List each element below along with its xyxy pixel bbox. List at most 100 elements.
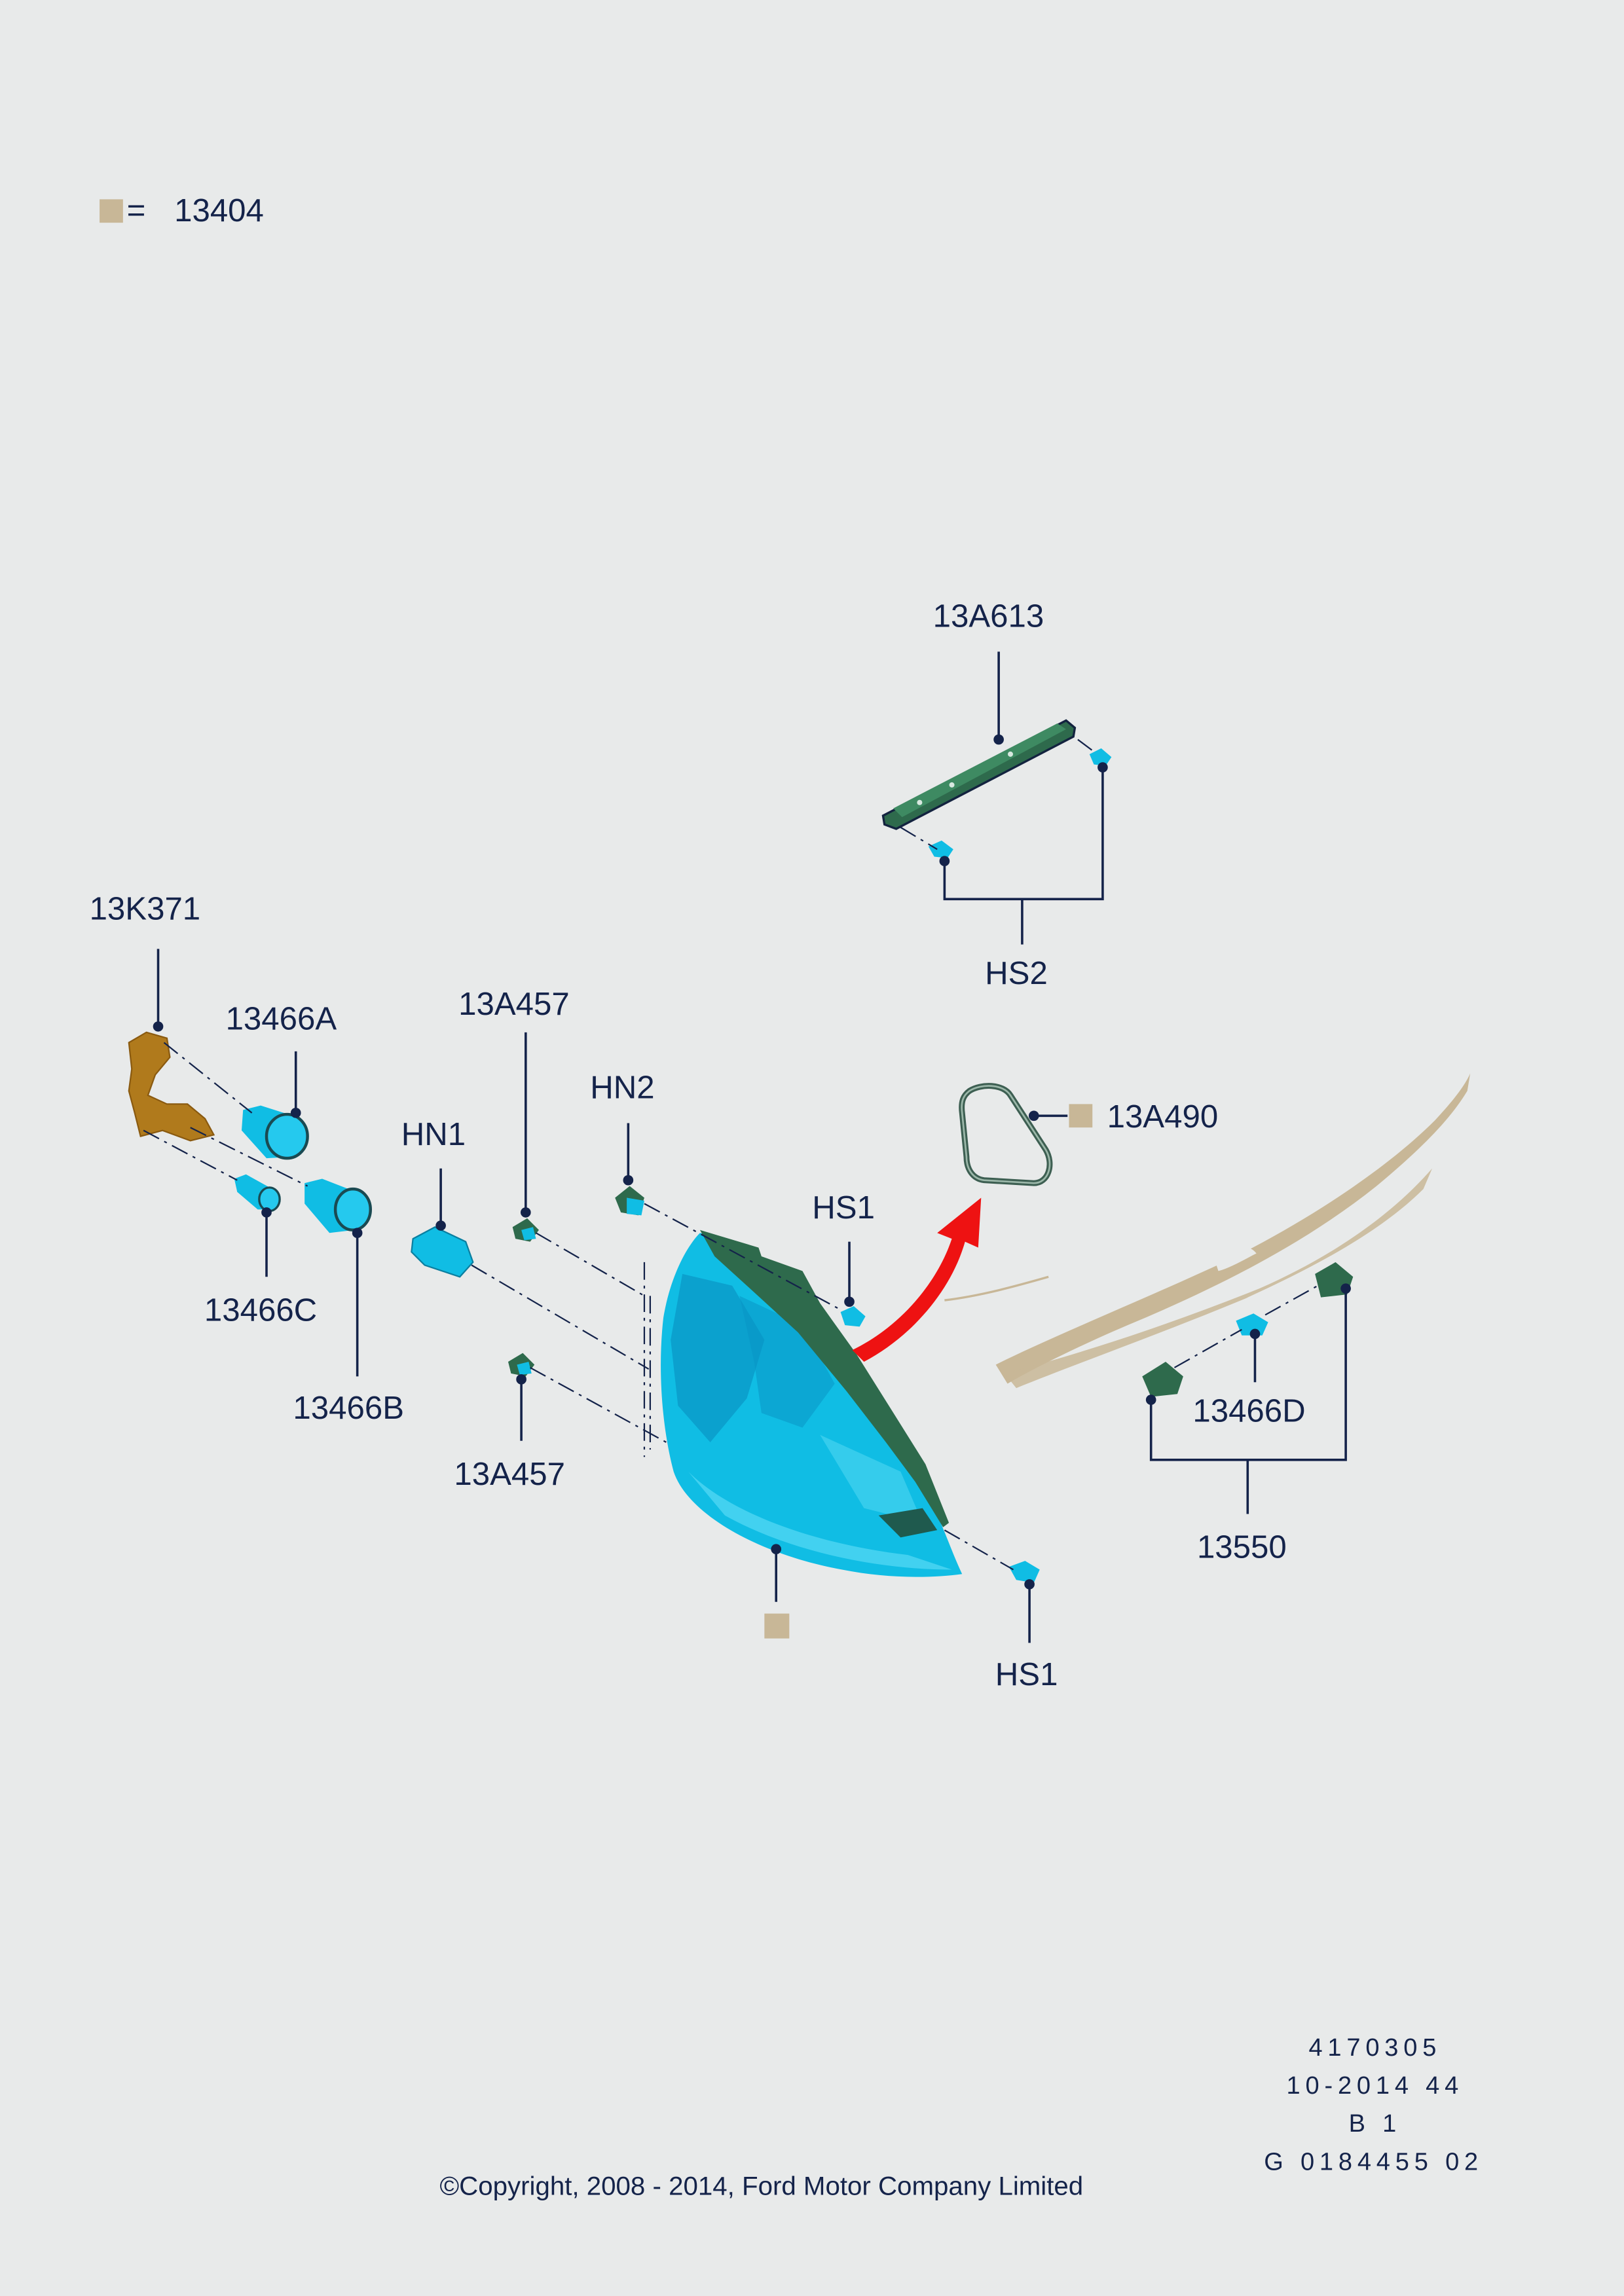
legend-swatch: [100, 199, 123, 223]
leader-dot: [1340, 1283, 1351, 1294]
nut-hn2: [615, 1186, 644, 1216]
clip-tip: [521, 1227, 536, 1241]
leader-dot: [771, 1544, 782, 1555]
assembly-line: [190, 1127, 308, 1187]
screw-head: [928, 840, 953, 858]
leader-dot: [1024, 1579, 1035, 1590]
assembly-line: [900, 826, 938, 850]
nut-face: [627, 1197, 644, 1216]
leader-dot: [290, 1108, 301, 1118]
rear-panel-notch: [1215, 1247, 1257, 1271]
footer-line-4: G 0184455 02: [1264, 2148, 1483, 2176]
screw-hs1-bottom: [1008, 1561, 1040, 1583]
label-13466D: 13466D: [1192, 1393, 1305, 1429]
high-mount-lamp-hole: [917, 799, 923, 805]
label-13466A: 13466A: [226, 1000, 337, 1036]
label-13K371: 13K371: [90, 891, 201, 927]
leader-dot: [352, 1228, 363, 1239]
bulb-head: [333, 1187, 373, 1231]
label-13A457-top: 13A457: [458, 986, 570, 1022]
high-mount-lamp-top: [893, 723, 1066, 818]
label-13550: 13550: [1197, 1529, 1287, 1565]
clip-13A457-top: [512, 1218, 539, 1242]
leaders: [153, 651, 1351, 1643]
footer-line-2: 10-2014 44: [1287, 2072, 1464, 2100]
screw-hs2-right: [1089, 748, 1112, 766]
assembly-line: [944, 1529, 1014, 1571]
label-13A613: 13A613: [933, 598, 1044, 634]
copyright-notice: ©Copyright, 2008 - 2014, Ford Motor Comp…: [439, 2171, 1083, 2200]
leader-dot: [939, 856, 950, 867]
footer-reference: 4170305 10-2014 44 B 1 G 0184455 02: [1264, 2034, 1483, 2176]
bulb-13466A: [241, 1105, 309, 1160]
assembly-line: [529, 1366, 667, 1443]
screw-hs2-left: [928, 840, 953, 858]
clip-13A457-bottom: [507, 1353, 535, 1377]
high-mount-lamp: [881, 719, 1077, 830]
label-hs1-top: HS1: [812, 1190, 875, 1226]
leader-hs2: [943, 767, 1104, 901]
label-13A457-bottom: 13A457: [454, 1456, 565, 1492]
legend-part-number: 13404: [174, 192, 264, 228]
bulb-holder-left: [1142, 1361, 1183, 1397]
bulb-holder-bracket: [128, 1031, 215, 1142]
rear-panel-lower: [1005, 1168, 1433, 1389]
leader-dot: [1145, 1394, 1156, 1405]
label-13466B: 13466B: [293, 1390, 404, 1426]
lamp-lens-highlight: [688, 1471, 952, 1570]
rear-panel-upper: [995, 1073, 1471, 1384]
assembly-line: [163, 1042, 253, 1114]
label-hn1: HN1: [401, 1116, 466, 1152]
assembly-line: [1264, 1285, 1319, 1316]
bulb-head: [265, 1112, 309, 1160]
high-mount-lamp-hole: [949, 782, 955, 788]
label-13A490: 13A490: [1107, 1099, 1219, 1135]
leader-dot: [435, 1220, 446, 1231]
screw-hs1-top: [840, 1306, 866, 1327]
legend-marker-13A490: [1069, 1104, 1093, 1128]
assembly-line: [535, 1232, 645, 1297]
detail-arrow: [852, 1197, 982, 1362]
leader-dot: [261, 1207, 272, 1218]
lamp-lens-shade: [671, 1273, 765, 1442]
rear-lamp-assembly: [661, 1230, 963, 1577]
label-13466C: 13466C: [204, 1292, 317, 1328]
callout-labels: 13A613 HS2 13K371 13466A 13A457 HN2 HN1 …: [90, 598, 1306, 1692]
label-hs1-bottom: HS1: [995, 1656, 1058, 1692]
leader-dot: [520, 1207, 531, 1218]
assembly-line: [1173, 1328, 1242, 1368]
lamp-lens-highlight: [820, 1434, 923, 1523]
lamp-lens-shade: [739, 1296, 835, 1428]
gasket-inner: [961, 1085, 1051, 1184]
gasket: [959, 1083, 1053, 1186]
clip-tip: [517, 1361, 532, 1376]
screw-head: [1089, 748, 1112, 766]
leader-dot: [1028, 1110, 1039, 1121]
leader-dot: [1098, 762, 1108, 773]
assembly-lines: [143, 738, 1319, 1571]
footer-line-3: B 1: [1349, 2110, 1402, 2138]
screw-head: [840, 1306, 866, 1327]
assembly-line: [143, 1129, 238, 1181]
connector-hn1: [411, 1226, 474, 1278]
leader-dot: [153, 1021, 164, 1032]
legend-marker-rear-lamp: [764, 1613, 790, 1639]
leader-dot: [844, 1296, 855, 1307]
bulb-13466B: [304, 1178, 373, 1233]
assembly-line: [471, 1264, 650, 1370]
label-hn2: HN2: [590, 1069, 654, 1105]
bulb-13466D: [1236, 1313, 1268, 1336]
bulb-head: [258, 1186, 281, 1212]
leader-dot: [993, 734, 1004, 745]
footer-line-1: 4170305: [1308, 2034, 1441, 2062]
leader-dot: [623, 1175, 634, 1186]
legend-symbol: =: [127, 192, 146, 228]
assembly-line: [644, 1203, 843, 1311]
leader-dot: [1249, 1328, 1261, 1339]
rear-panel: [944, 1073, 1471, 1389]
bulb-13466C: [234, 1174, 281, 1212]
leader-dot: [516, 1374, 526, 1385]
rear-panel-edge: [944, 1275, 1049, 1302]
legend: = 13404: [100, 192, 264, 228]
